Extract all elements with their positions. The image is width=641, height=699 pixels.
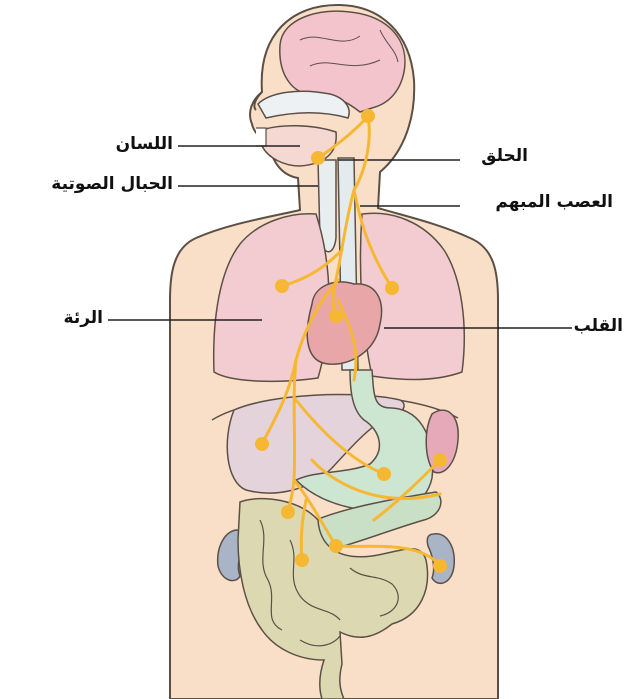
teeth (256, 128, 266, 146)
label-vagus-nerve: العصب المبهم (495, 192, 613, 212)
label-vocal-cords: الحبال الصوتية (51, 174, 173, 194)
label-tongue: اللسان (116, 134, 173, 154)
label-lung: الرئة (64, 308, 103, 328)
label-heart: القلب (574, 316, 623, 336)
label-pharynx: الحلق (481, 146, 528, 166)
